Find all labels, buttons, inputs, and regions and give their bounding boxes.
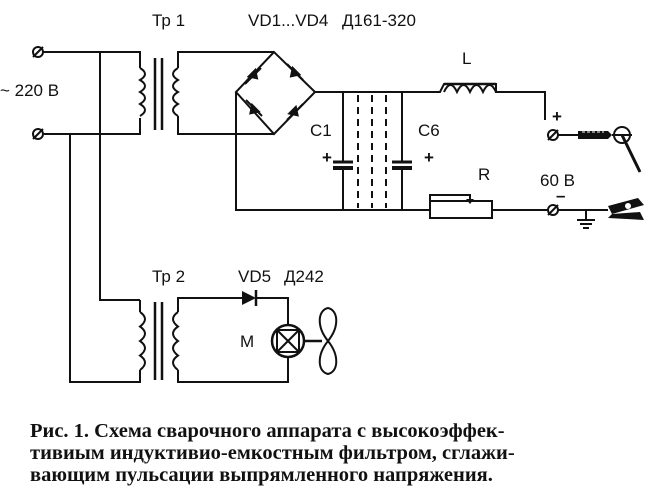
inductor-label: L bbox=[462, 49, 471, 68]
c6-plus-sign: + bbox=[424, 148, 434, 167]
output-terminal-positive bbox=[547, 129, 559, 141]
output-voltage-label: 60 В bbox=[540, 171, 575, 190]
vd5-type-label: Д242 bbox=[284, 267, 324, 286]
diode-bridge bbox=[234, 50, 317, 136]
transformer-tr2 bbox=[138, 302, 180, 380]
figure-caption: Рис. 1. Схема сварочного аппарата с высо… bbox=[30, 420, 640, 486]
transformer-tr1 bbox=[138, 58, 180, 130]
tr1-label: Тр 1 bbox=[152, 11, 185, 30]
output-terminal-negative bbox=[547, 204, 559, 216]
tr2-label: Тр 2 bbox=[152, 267, 185, 286]
mains-terminal-top bbox=[32, 46, 44, 58]
capacitor-c6-label: C6 bbox=[418, 121, 440, 140]
fan-blade-icon bbox=[318, 306, 338, 376]
capacitor-bank bbox=[333, 92, 412, 210]
vd5-label: VD5 bbox=[238, 267, 271, 286]
resistor-r bbox=[429, 194, 548, 219]
output-minus-sign: – bbox=[556, 186, 565, 205]
tr2-secondary-wires bbox=[177, 297, 289, 383]
caption-line-1: Рис. 1. Схема сварочного аппарата с высо… bbox=[30, 420, 505, 442]
c1-plus-sign: + bbox=[322, 148, 332, 167]
fan-motor bbox=[270, 323, 322, 359]
mains-voltage-label: ~ 220 В bbox=[0, 81, 59, 100]
bridge-positive-rail bbox=[315, 83, 546, 120]
diode-bridge-type-label: Д161-320 bbox=[342, 11, 416, 30]
inductor-l bbox=[443, 82, 497, 95]
ground-icon bbox=[577, 210, 595, 229]
capacitor-c1-label: C1 bbox=[310, 121, 332, 140]
output-plus-sign: + bbox=[552, 107, 562, 126]
ground-clamp bbox=[558, 198, 644, 220]
bridge-negative-rail bbox=[235, 92, 430, 211]
motor-label: M bbox=[240, 332, 254, 351]
diode-bridge-label: VD1...VD4 bbox=[248, 11, 328, 30]
mains-terminal-bottom bbox=[32, 128, 44, 140]
mains-wire-top bbox=[43, 51, 141, 301]
resistor-label: R bbox=[478, 165, 490, 184]
electrode-holder bbox=[558, 126, 642, 173]
caption-line-3: вающим пульсации выпрямленного напряжени… bbox=[30, 464, 493, 486]
caption-line-2: тивиым индуктивио-емкостным фильтром, сг… bbox=[30, 442, 515, 464]
mains-wire-bottom bbox=[43, 118, 141, 383]
tr1-secondary-wires bbox=[177, 51, 274, 135]
welding-circuit-schematic: Тр 1 VD1...VD4 Д161-320 ~ 220 В L C1 C6 … bbox=[0, 11, 644, 383]
diode-vd5 bbox=[242, 290, 258, 306]
